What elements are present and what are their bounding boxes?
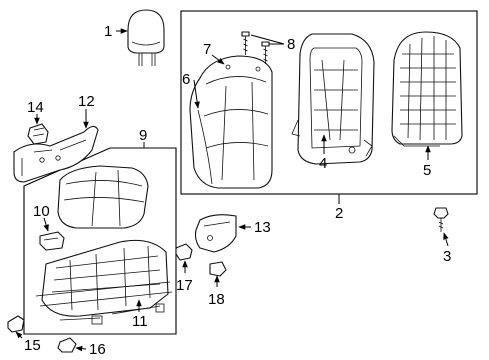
callout-14: 14 bbox=[27, 99, 44, 116]
callout-13: 13 bbox=[254, 219, 271, 236]
callout-4: 4 bbox=[319, 155, 327, 172]
seat-track-frame bbox=[35, 239, 173, 325]
callout-2: 2 bbox=[335, 205, 343, 222]
clip-18 bbox=[209, 261, 227, 277]
callout-9: 9 bbox=[139, 127, 147, 144]
callout-1: 1 bbox=[104, 23, 112, 40]
bolts bbox=[241, 31, 270, 64]
callout-17: 17 bbox=[176, 277, 193, 294]
callout-5: 5 bbox=[423, 162, 431, 179]
headrest bbox=[127, 9, 165, 66]
callout-7: 7 bbox=[203, 41, 211, 58]
bracket-13 bbox=[194, 214, 237, 253]
bolt-3 bbox=[433, 207, 449, 232]
cap-16 bbox=[57, 337, 77, 353]
callout-10: 10 bbox=[33, 203, 50, 220]
seat-cushion bbox=[57, 165, 149, 229]
switch-10 bbox=[39, 231, 65, 251]
callout-18: 18 bbox=[208, 291, 225, 308]
trim-14 bbox=[27, 123, 49, 145]
callout-15: 15 bbox=[24, 337, 41, 354]
callout-16: 16 bbox=[89, 341, 106, 358]
side-shield-12 bbox=[13, 125, 99, 183]
seat-back-panel bbox=[391, 31, 463, 147]
callout-11: 11 bbox=[132, 313, 148, 330]
seat-cushion-group-box bbox=[23, 147, 177, 335]
callout-8: 8 bbox=[287, 36, 295, 53]
clip-17 bbox=[175, 243, 193, 261]
callout-12: 12 bbox=[78, 93, 95, 110]
seat-back-frame bbox=[291, 33, 375, 165]
seat-back-cover bbox=[189, 55, 273, 189]
callout-6: 6 bbox=[182, 71, 190, 88]
cap-15 bbox=[7, 315, 25, 333]
callout-3: 3 bbox=[443, 248, 451, 265]
seat-back-group-box bbox=[180, 10, 478, 195]
